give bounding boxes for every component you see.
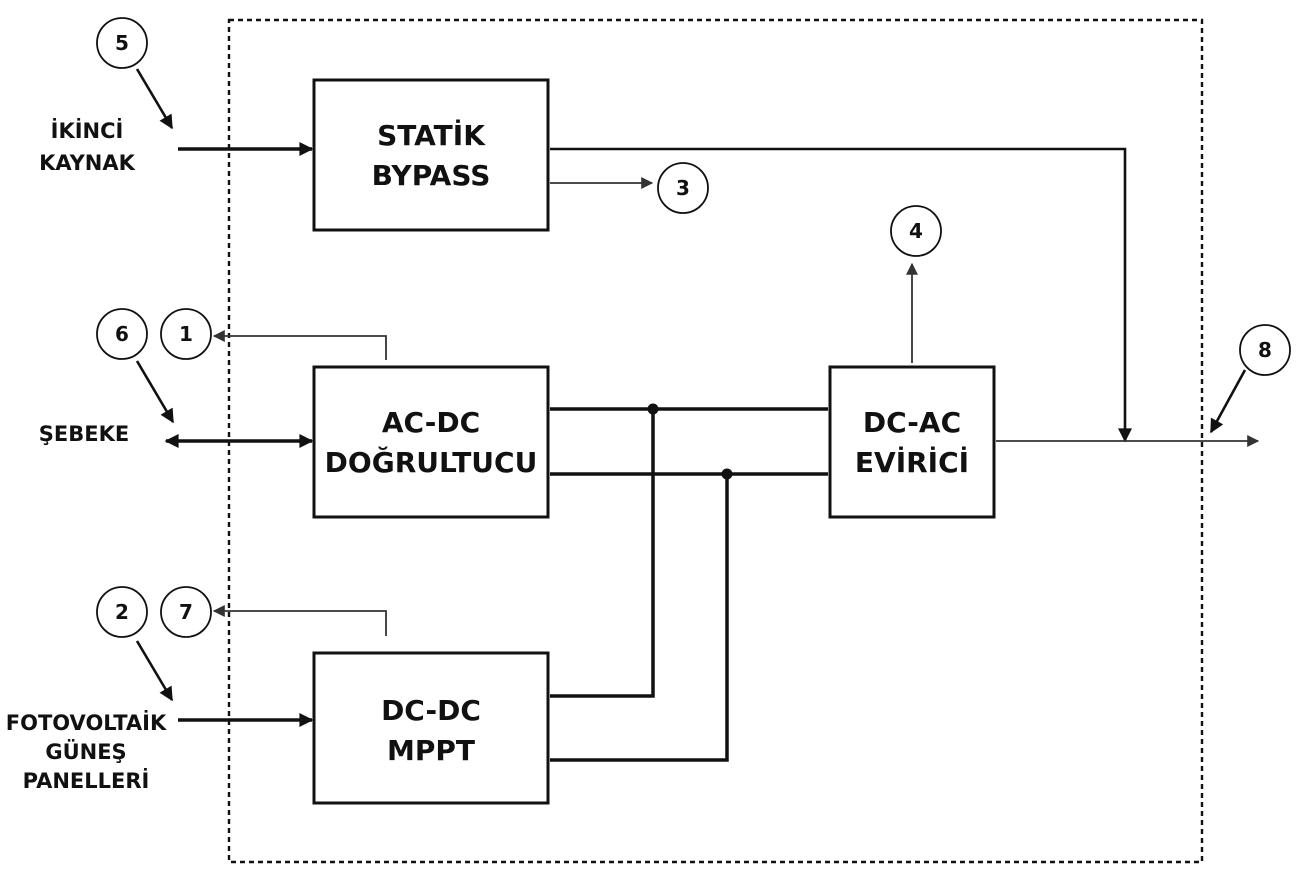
second-source-label-2: KAYNAK bbox=[39, 151, 136, 175]
marker5-pointer bbox=[135, 68, 174, 130]
marker-8: 8 bbox=[1239, 324, 1291, 376]
mppt-label-2: MPPT bbox=[387, 734, 475, 767]
marker-1-number: 1 bbox=[179, 322, 193, 346]
marker2-pointer bbox=[135, 640, 174, 702]
marker-2: 2 bbox=[96, 586, 148, 638]
mppt-upper-connection bbox=[550, 409, 655, 698]
pv-label-3: PANELLERİ bbox=[23, 768, 150, 793]
rectifier-label-1: AC-DC bbox=[382, 406, 480, 439]
inverter-label-2: EVİRİCİ bbox=[855, 445, 969, 479]
static-bypass-block: STATİK BYPASS bbox=[312, 78, 550, 232]
marker-4-number: 4 bbox=[909, 219, 923, 243]
marker-6-number: 6 bbox=[115, 322, 129, 346]
static-bypass-label-2: BYPASS bbox=[372, 159, 491, 192]
second-source-label-1: İKİNCİ bbox=[51, 118, 124, 143]
dc-dc-mppt-block: DC-DC MPPT bbox=[312, 651, 550, 805]
pv-label-2: GÜNEŞ bbox=[45, 739, 126, 764]
inverter-label-1: DC-AC bbox=[863, 406, 961, 439]
junction-dot-upper bbox=[647, 403, 659, 415]
marker-2-number: 2 bbox=[115, 600, 129, 624]
marker-6: 6 bbox=[96, 308, 148, 360]
mppt-to-marker7-line bbox=[212, 605, 387, 636]
marker-3: 3 bbox=[657, 162, 709, 214]
marker-5: 5 bbox=[96, 17, 148, 69]
bypass-output-line bbox=[550, 147, 1132, 443]
rectifier-to-marker1-line bbox=[212, 330, 387, 360]
static-bypass-label-1: STATİK bbox=[377, 118, 486, 152]
marker8-pointer bbox=[1209, 369, 1247, 434]
mppt-lower-connection bbox=[550, 474, 729, 762]
marker-7: 7 bbox=[160, 586, 212, 638]
marker-5-number: 5 bbox=[115, 31, 129, 55]
mppt-label-1: DC-DC bbox=[381, 694, 481, 727]
ac-dc-rectifier-block: AC-DC DOĞRULTUCU bbox=[312, 365, 550, 519]
pv-panels-label: FOTOVOLTAİK GÜNEŞ PANELLERİ bbox=[6, 710, 167, 793]
junction-dot-lower bbox=[721, 468, 733, 480]
marker-7-number: 7 bbox=[179, 600, 193, 624]
marker-4: 4 bbox=[890, 205, 942, 257]
pv-label-1: FOTOVOLTAİK bbox=[6, 710, 167, 735]
marker-3-number: 3 bbox=[676, 176, 690, 200]
grid-label: ŞEBEKE bbox=[39, 422, 129, 446]
marker6-pointer bbox=[135, 360, 175, 424]
dc-ac-inverter-block: DC-AC EVİRİCİ bbox=[828, 365, 996, 519]
marker-1: 1 bbox=[160, 308, 212, 360]
rectifier-label-2: DOĞRULTUCU bbox=[325, 445, 538, 479]
marker-8-number: 8 bbox=[1258, 338, 1272, 362]
second-source-label: İKİNCİ KAYNAK bbox=[39, 118, 136, 175]
